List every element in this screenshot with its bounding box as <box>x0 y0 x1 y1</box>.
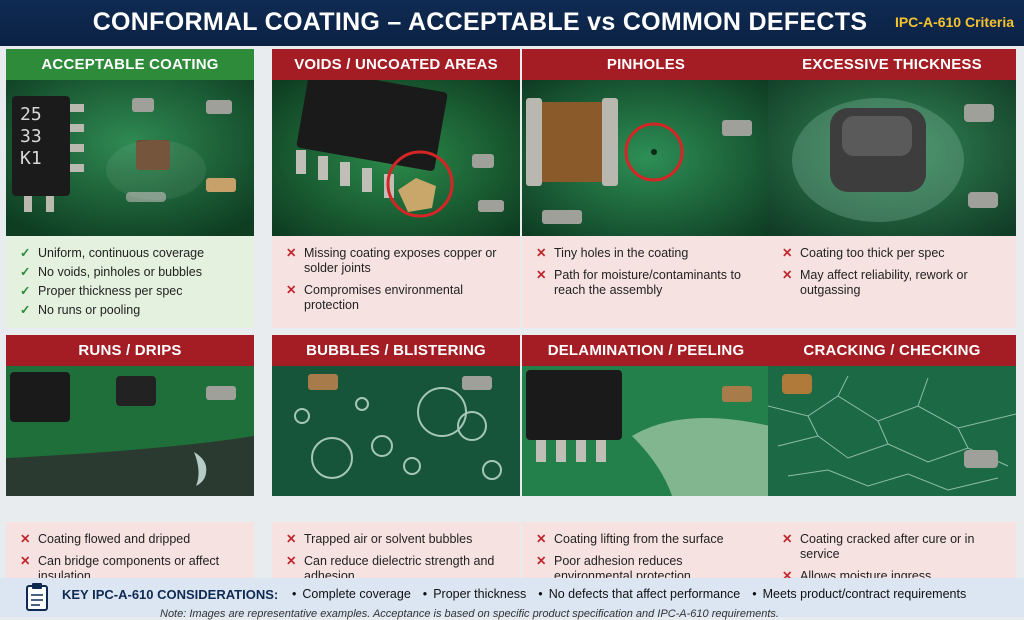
footnote: Note: Images are representative examples… <box>160 608 779 620</box>
pcb-photo-voids <box>272 80 520 236</box>
cross-icon: ✕ <box>286 554 297 568</box>
card-acceptable-coating: ACCEPTABLE COATING 25 33 K1 ✓Uniform, co… <box>6 49 254 328</box>
bullet-item: ✕Coating lifting from the surface <box>536 532 724 546</box>
cross-icon: ✕ <box>286 246 297 260</box>
card-description: ✕Missing coating exposes copper or solde… <box>272 236 520 328</box>
cross-icon: ✕ <box>536 554 547 568</box>
defect-highlight-circle <box>624 122 684 182</box>
card-excessive-thickness: EXCESSIVE THICKNESS ✕Coating too thick p… <box>768 49 1016 328</box>
check-icon: ✓ <box>20 303 31 317</box>
pcb-photo-runs <box>6 366 254 522</box>
card-heading: PINHOLES <box>522 49 770 80</box>
key-considerations-label: KEY IPC-A-610 CONSIDERATIONS: <box>62 587 279 602</box>
card-heading: RUNS / DRIPS <box>6 335 254 366</box>
bullet-item: ✕Trapped air or solvent bubbles <box>286 532 473 546</box>
card-description: ✕Tiny holes in the coating ✕Path for moi… <box>522 236 770 328</box>
card-heading: EXCESSIVE THICKNESS <box>768 49 1016 80</box>
bullet-item: ✕Coating flowed and dripped <box>20 532 191 546</box>
bullet-item: ✕Path for moisture/contaminants to reach… <box>536 268 741 297</box>
cross-icon: ✕ <box>20 554 31 568</box>
cross-icon: ✕ <box>536 532 547 546</box>
card-heading: ACCEPTABLE COATING <box>6 49 254 80</box>
cross-icon: ✕ <box>286 532 297 546</box>
pcb-photo-thickness <box>768 80 1016 236</box>
cross-icon: ✕ <box>782 569 793 583</box>
key-considerations-bar: KEY IPC-A-610 CONSIDERATIONS: Complete c… <box>0 578 1024 620</box>
bullet-item: ✓Proper thickness per spec <box>20 284 183 298</box>
bullet-item: ✓No voids, pinholes or bubbles <box>20 265 202 279</box>
pcb-photo-cracking <box>768 366 1016 522</box>
card-heading: BUBBLES / BLISTERING <box>272 335 520 366</box>
consideration-item: Proper thickness <box>423 587 526 601</box>
check-icon: ✓ <box>20 265 31 279</box>
bullet-item: ✕Missing coating exposes copper or solde… <box>286 246 497 275</box>
card-cracking: CRACKING / CHECKING ✕Coating cracked aft… <box>768 335 1016 596</box>
check-icon: ✓ <box>20 246 31 260</box>
pcb-photo-pinholes <box>522 80 770 236</box>
defect-highlight-circle <box>386 150 454 218</box>
chip-marking-3: K1 <box>20 148 42 169</box>
card-pinholes: PINHOLES ✕Tiny holes in the coating ✕Pat… <box>522 49 770 328</box>
card-description: ✕Coating too thick per spec ✕May affect … <box>768 236 1016 328</box>
pcb-photo-acceptable: 25 33 K1 <box>6 80 254 236</box>
card-delamination: DELAMINATION / PEELING ✕Coating lifting … <box>522 335 770 596</box>
card-runs-drips: RUNS / DRIPS ✕Coating flowed and dripped… <box>6 335 254 596</box>
consideration-item: Complete coverage <box>292 587 410 601</box>
chip-marking-1: 25 <box>20 104 42 125</box>
card-bubbles: BUBBLES / BLISTERING ✕Trapped air or sol… <box>272 335 520 596</box>
card-heading: DELAMINATION / PEELING <box>522 335 770 366</box>
title-bar: CONFORMAL COATING – ACCEPTABLE vs COMMON… <box>0 0 1024 46</box>
bullet-item: ✓No runs or pooling <box>20 303 141 317</box>
considerations-list: Complete coverage Proper thickness No de… <box>292 587 966 601</box>
bullet-item: ✕Coating cracked after cure or in servic… <box>782 532 975 561</box>
bullet-item: ✓Uniform, continuous coverage <box>20 246 205 260</box>
consideration-item: Meets product/contract requirements <box>752 587 967 601</box>
clipboard-icon <box>26 583 48 611</box>
cross-icon: ✕ <box>536 246 547 260</box>
check-icon: ✓ <box>20 284 31 298</box>
card-heading: VOIDS / UNCOATED AREAS <box>272 49 520 80</box>
card-heading: CRACKING / CHECKING <box>768 335 1016 366</box>
cross-icon: ✕ <box>20 532 31 546</box>
pcb-photo-delamination <box>522 366 770 522</box>
cross-icon: ✕ <box>782 246 793 260</box>
bullet-item: ✕May affect reliability, rework or outga… <box>782 268 968 297</box>
bullet-item: ✕Tiny holes in the coating <box>536 246 689 260</box>
criteria-badge: IPC-A-610 Criteria <box>894 14 1014 30</box>
bullet-item: ✕Compromises environmental protection <box>286 283 464 312</box>
card-description: ✓Uniform, continuous coverage ✓No voids,… <box>6 236 254 328</box>
page-title: CONFORMAL COATING – ACCEPTABLE vs COMMON… <box>92 8 868 36</box>
cross-icon: ✕ <box>286 283 297 297</box>
consideration-item: No defects that affect performance <box>538 587 741 601</box>
chip-marking-2: 33 <box>20 126 42 147</box>
cross-icon: ✕ <box>536 268 547 282</box>
cross-icon: ✕ <box>782 532 793 546</box>
card-voids: VOIDS / UNCOATED AREAS ✕Missing coating … <box>272 49 520 328</box>
bullet-item: ✕Coating too thick per spec <box>782 246 945 260</box>
pcb-photo-bubbles <box>272 366 520 522</box>
bullet-item: ✕Can reduce dielectric strength and adhe… <box>286 554 495 583</box>
cross-icon: ✕ <box>782 268 793 282</box>
